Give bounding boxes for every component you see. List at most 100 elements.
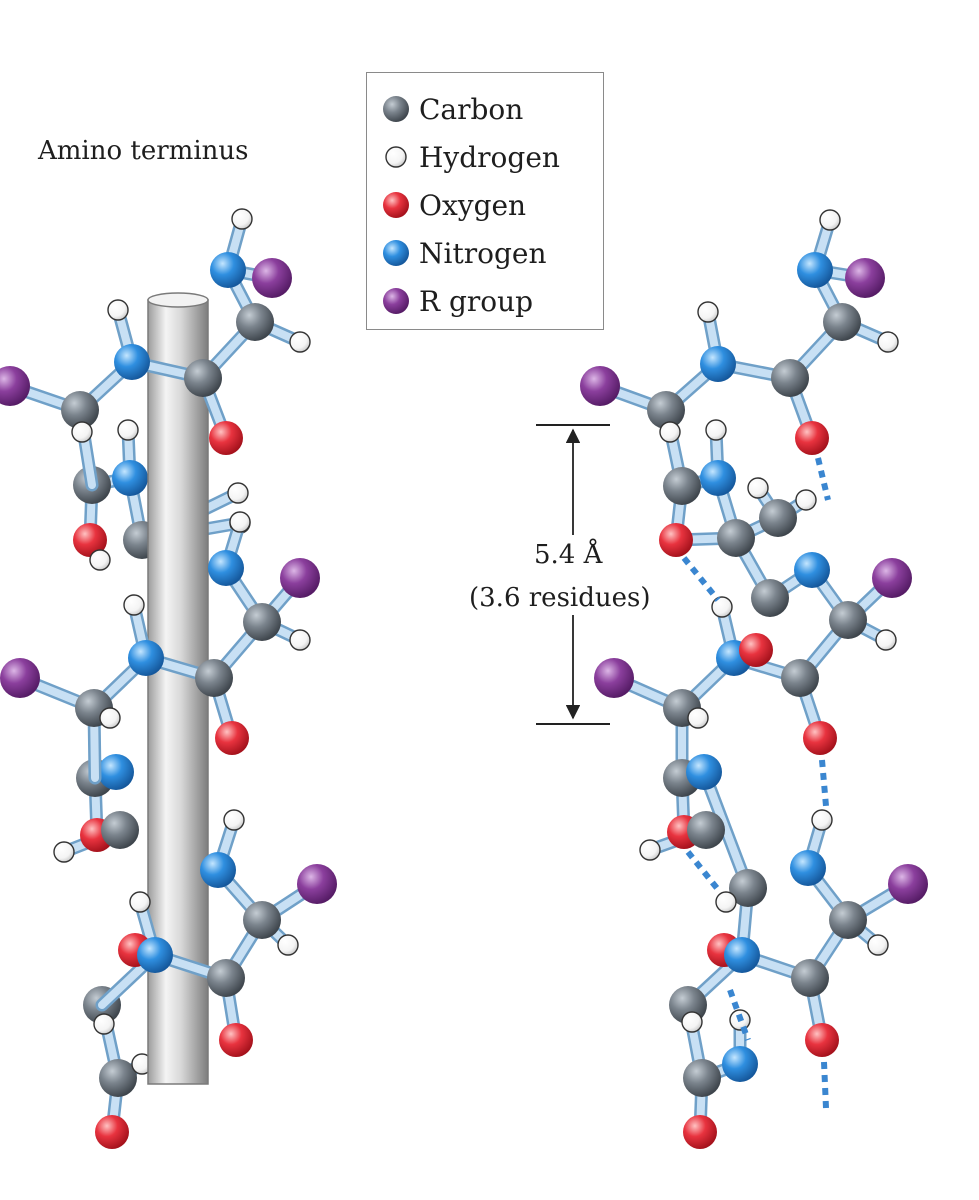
hydrogen-atom <box>277 934 299 956</box>
r-group-atom <box>280 558 320 598</box>
hydrogen-bond <box>727 988 751 1042</box>
pitch-dimension-marker <box>536 424 610 725</box>
oxygen-atom <box>215 721 249 755</box>
hydrogen-atom <box>681 1011 703 1033</box>
nitrogen-atom-icon <box>383 240 409 266</box>
nitrogen-atom <box>722 1046 758 1082</box>
legend-item-r-group: R group <box>381 279 533 323</box>
carbon-atom <box>829 901 867 939</box>
hydrogen-atom <box>123 594 145 616</box>
nitrogen-atom <box>98 754 134 790</box>
r-group-atom <box>297 864 337 904</box>
oxygen-atom <box>739 633 773 667</box>
carbon-atom <box>207 959 245 997</box>
bond <box>700 768 752 892</box>
hydrogen-atom <box>697 301 719 323</box>
nitrogen-atom <box>128 640 164 676</box>
oxygen-atom <box>683 1115 717 1149</box>
hydrogen-atom <box>811 809 833 831</box>
hydrogen-atom <box>227 482 249 504</box>
carbon-atom <box>717 519 755 557</box>
hydrogen-atom <box>107 299 129 321</box>
r-group-atom <box>594 658 634 698</box>
oxygen-atom <box>209 421 243 455</box>
legend-item-hydrogen: Hydrogen <box>381 135 560 179</box>
carbon-atom <box>647 391 685 429</box>
hydrogen-atom <box>639 839 661 861</box>
r-group-atom-icon <box>383 288 409 314</box>
r-group-atom <box>872 558 912 598</box>
carbon-atom <box>759 499 797 537</box>
pitch-value-label: 5.4 Å <box>534 540 603 570</box>
carbon-atom <box>243 603 281 641</box>
r-group-atom <box>252 258 292 298</box>
nitrogen-atom <box>797 252 833 288</box>
nitrogen-atom <box>114 344 150 380</box>
hydrogen-atom-icon <box>385 146 407 168</box>
hydrogen-atom <box>795 489 817 511</box>
legend-item-carbon: Carbon <box>381 87 523 131</box>
oxygen-atom <box>95 1115 129 1149</box>
hydrogen-atom <box>687 707 709 729</box>
r-group-atom <box>888 864 928 904</box>
carbon-atom <box>236 303 274 341</box>
carbon-atom <box>184 359 222 397</box>
r-group-atom <box>0 658 40 698</box>
legend-item-nitrogen: Nitrogen <box>381 231 546 275</box>
hydrogen-atom <box>289 331 311 353</box>
nitrogen-atom <box>210 252 246 288</box>
hydrogen-atom <box>715 891 737 913</box>
nitrogen-atom <box>208 550 244 586</box>
carbon-atom-icon <box>383 96 409 122</box>
carbon-atom <box>729 869 767 907</box>
hydrogen-bond <box>815 457 831 501</box>
nitrogen-atom <box>794 552 830 588</box>
amino-terminus-label: Amino terminus <box>38 136 249 166</box>
hydrogen-bond <box>681 556 721 602</box>
hydrogen-atom <box>93 1013 115 1035</box>
carbon-atom <box>751 579 789 617</box>
hydrogen-bond <box>821 1061 829 1109</box>
oxygen-atom <box>73 523 107 557</box>
carbon-atom <box>243 901 281 939</box>
carbon-atom <box>683 1059 721 1097</box>
hydrogen-atom <box>71 421 93 443</box>
oxygen-atom <box>805 1023 839 1057</box>
hydrogen-atom <box>117 419 139 441</box>
hydrogen-atom <box>129 891 151 913</box>
hydrogen-atom <box>99 707 121 729</box>
carbon-atom <box>195 659 233 697</box>
hydrogen-atom <box>819 209 841 231</box>
hydrogen-atom <box>747 477 769 499</box>
nitrogen-atom <box>112 460 148 496</box>
pitch-residues-label: (3.6 residues) <box>469 583 651 613</box>
oxygen-atom <box>219 1023 253 1057</box>
hydrogen-bond <box>685 850 723 894</box>
carbon-atom <box>781 659 819 697</box>
hydrogen-bond <box>819 759 829 807</box>
nitrogen-atom <box>137 937 173 973</box>
hydrogen-atom <box>89 549 111 571</box>
hydrogen-atom <box>289 629 311 651</box>
nitrogen-atom <box>700 346 736 382</box>
nitrogen-atom <box>790 850 826 886</box>
hydrogen-atom <box>875 629 897 651</box>
hydrogen-atom <box>705 419 727 441</box>
hydrogen-atom <box>223 809 245 831</box>
hydrogen-atom <box>53 841 75 863</box>
r-group-atom <box>0 366 30 406</box>
hydrogen-atom <box>659 421 681 443</box>
hydrogen-bonds <box>681 457 831 1109</box>
nitrogen-atom <box>686 754 722 790</box>
carbon-atom <box>829 601 867 639</box>
hydrogen-atom <box>877 331 899 353</box>
carbon-atom <box>99 1059 137 1097</box>
carbon-atom <box>771 359 809 397</box>
hydrogen-atom <box>867 934 889 956</box>
oxygen-atom <box>795 421 829 455</box>
nitrogen-atom <box>200 852 236 888</box>
hydrogen-atom <box>229 511 251 533</box>
nitrogen-atom <box>700 460 736 496</box>
oxygen-atom <box>803 721 837 755</box>
legend-item-oxygen: Oxygen <box>381 183 526 227</box>
